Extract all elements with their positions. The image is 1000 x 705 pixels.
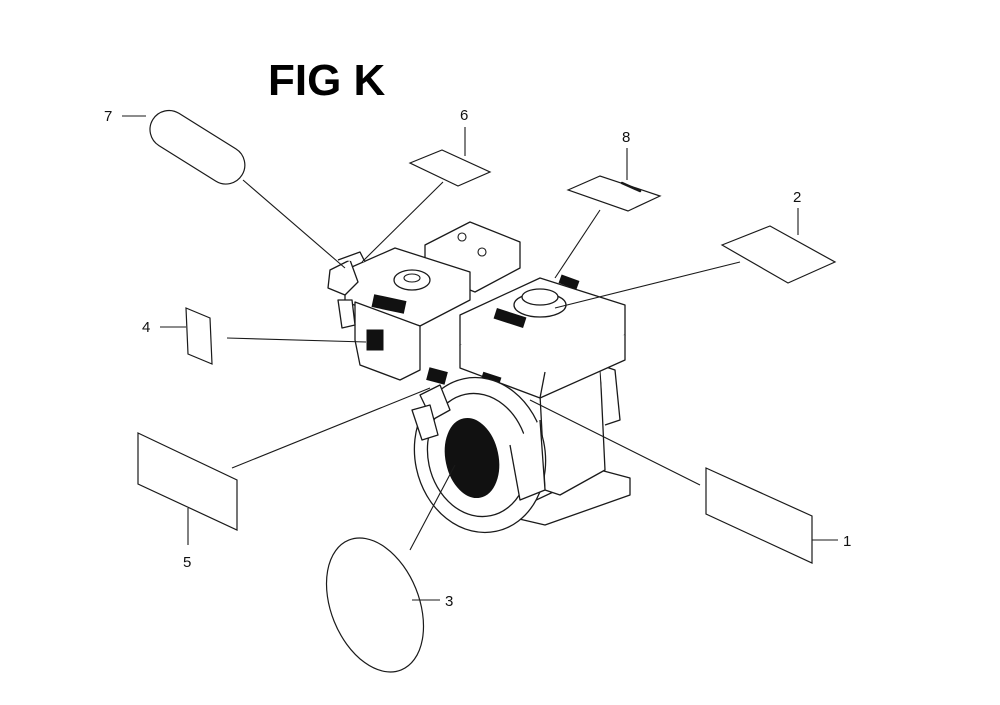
figure-title: FIG K [268, 56, 386, 105]
leader-lines [122, 115, 838, 601]
engine-illustration [327, 221, 631, 534]
label-part-5 [137, 432, 238, 531]
label-part-2 [720, 225, 837, 284]
label-part-6 [408, 149, 492, 187]
callout-4: 4 [142, 319, 150, 336]
callout-2: 2 [793, 189, 801, 206]
label-part-7 [149, 109, 246, 185]
label-part-1 [705, 467, 813, 564]
label-part-3 [325, 537, 425, 673]
callout-5: 5 [183, 554, 191, 571]
label-part-4 [185, 307, 213, 365]
label-part-8 [566, 175, 662, 212]
callout-8: 8 [622, 129, 630, 146]
callout-3: 3 [445, 593, 453, 610]
callout-1: 1 [843, 533, 851, 550]
callout-6: 6 [460, 107, 468, 124]
callout-7: 7 [104, 108, 112, 125]
